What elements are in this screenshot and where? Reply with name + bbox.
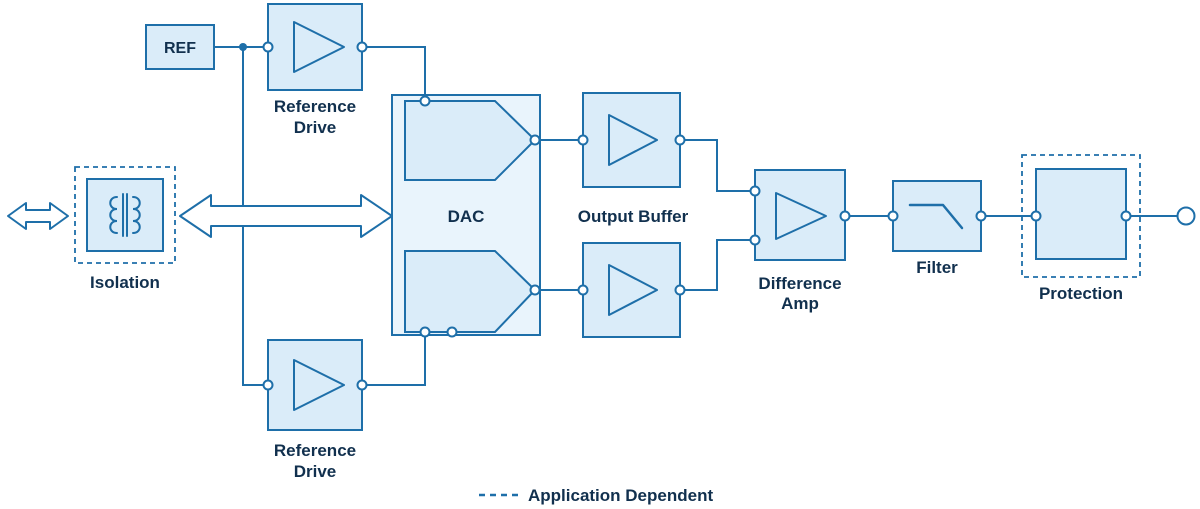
bus-arrow-left-icon	[7, 202, 69, 230]
protection-label: Protection	[1039, 284, 1123, 303]
filter-box	[892, 180, 982, 252]
dac-channel-top-icon	[404, 100, 537, 181]
reference-drive-top-label-line1: Reference	[274, 97, 356, 116]
port-circle	[262, 41, 274, 53]
port-circle	[975, 210, 987, 222]
difference-amp-box	[754, 169, 846, 261]
junction-dot	[239, 43, 247, 51]
port-circle	[262, 379, 274, 391]
isolation-label: Isolation	[90, 273, 160, 292]
amplifier-icon	[775, 192, 827, 240]
amplifier-icon	[608, 264, 658, 316]
port-circle	[577, 134, 589, 146]
output-buffer-bottom-box	[582, 242, 681, 338]
ref-block: REF	[145, 24, 215, 70]
port-circle	[839, 210, 851, 222]
port-circle	[419, 95, 431, 107]
difference-amp-block: Difference Amp	[749, 169, 851, 313]
output-buffer-block: Output Buffer	[577, 92, 689, 338]
port-circle	[674, 284, 686, 296]
port-circle	[356, 41, 368, 53]
ref-box	[145, 24, 215, 70]
reference-drive-bottom-block: Reference Drive	[262, 339, 368, 481]
port-circle	[1120, 210, 1132, 222]
wire-buffer-bottom-to-diffamp	[680, 239, 755, 291]
filter-block: Filter	[887, 180, 987, 277]
port-circle	[887, 210, 899, 222]
protection-block: Protection	[1021, 154, 1141, 303]
isolation-box	[86, 178, 164, 252]
wire-buffer-top-to-diffamp	[680, 139, 755, 192]
port-circle	[1030, 210, 1042, 222]
amplifier-icon	[293, 21, 345, 73]
dac-label: DAC	[448, 207, 485, 226]
wire-ref-branch-down	[242, 47, 268, 386]
lowpass-filter-icon	[908, 203, 964, 230]
isolation-block: Isolation	[74, 166, 176, 292]
port-circle	[749, 185, 761, 197]
protection-dashed-outline	[1021, 154, 1141, 278]
wire-refdrive-bottom-to-dac	[362, 332, 426, 386]
port-circle	[446, 326, 458, 338]
difference-amp-label-line1: Difference	[758, 274, 841, 293]
output-buffer-top-box	[582, 92, 681, 188]
port-circle	[529, 284, 541, 296]
port-circle	[529, 134, 541, 146]
legend-label: Application Dependent	[528, 486, 713, 505]
transformer-icon	[109, 193, 141, 237]
reference-drive-top-block: Reference Drive	[262, 3, 368, 137]
output-buffer-label: Output Buffer	[578, 207, 689, 226]
port-circle	[356, 379, 368, 391]
dac-channel-bottom-icon	[404, 250, 537, 333]
amplifier-icon	[608, 114, 658, 166]
reference-drive-bottom-box	[267, 339, 363, 431]
isolation-dashed-outline	[74, 166, 176, 264]
protection-box	[1035, 168, 1127, 260]
port-circle	[749, 234, 761, 246]
amplifier-icon	[293, 359, 345, 411]
reference-drive-bottom-label-line2: Drive	[294, 462, 337, 481]
reference-drive-top-label-line2: Drive	[294, 118, 337, 137]
legend: Application Dependent	[479, 486, 713, 505]
reference-drive-top-box	[267, 3, 363, 91]
reference-drive-bottom-label-line1: Reference	[274, 441, 356, 460]
port-circle	[577, 284, 589, 296]
port-circle	[674, 134, 686, 146]
output-terminal-icon	[1176, 206, 1196, 226]
ref-label: REF	[164, 40, 196, 57]
filter-label: Filter	[916, 258, 958, 277]
bus-arrow-isolation-dac-icon	[179, 194, 393, 238]
dac-block: DAC	[391, 94, 541, 338]
wire-refdrive-top-to-dac	[362, 46, 426, 101]
difference-amp-label-line2: Amp	[781, 294, 819, 313]
port-circle	[419, 326, 431, 338]
